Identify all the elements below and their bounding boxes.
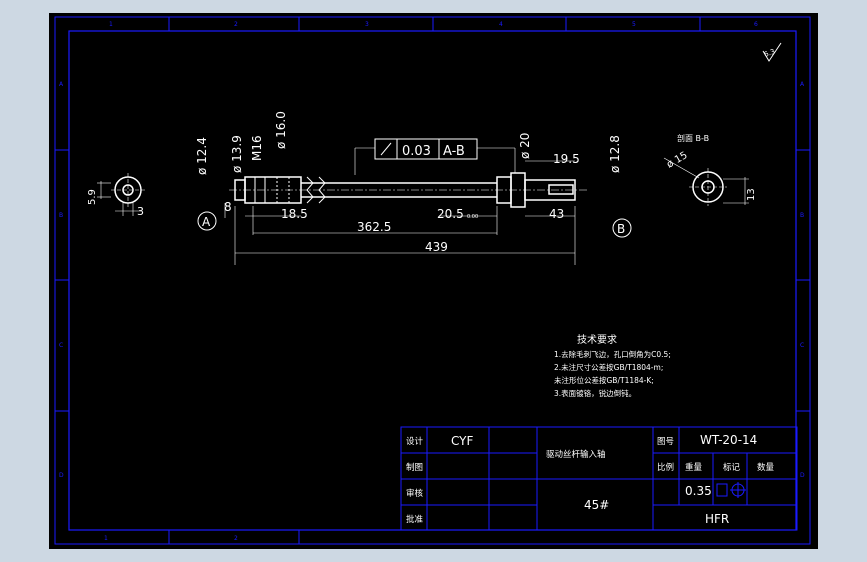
dim-diameter-12-4: ø 12.4	[195, 137, 209, 175]
dim-diameter-13-9: ø 13.9	[230, 135, 244, 173]
dim-diameter-20: ø 20	[518, 133, 532, 159]
drawing-sheet: 1 2 3 4 5 6 1 2 A B C D A B C D 6.3 3 5.…	[49, 13, 818, 549]
zone-side-b: B	[59, 212, 63, 219]
part-name: 驱动丝杆输入轴	[546, 449, 606, 460]
section-b-view	[663, 157, 749, 206]
datum-b-label: B	[617, 222, 625, 236]
zone-top-2: 2	[234, 21, 238, 28]
datum-a-label: A	[202, 215, 211, 229]
zone-side-b-right: B	[800, 212, 804, 219]
designer-label: 设计	[406, 436, 424, 447]
dim-height-13: 13	[746, 188, 757, 201]
zone-ticks	[55, 17, 810, 544]
qty-label: 数量	[757, 462, 775, 473]
projection-symbol	[716, 482, 746, 498]
zone-top-3: 3	[365, 21, 369, 28]
zone-side-a: A	[59, 81, 64, 88]
dim-width-3: 3	[137, 205, 144, 218]
dim-diameter-15: ø 15	[665, 150, 690, 171]
roughness-value: 6.3	[763, 48, 776, 59]
tech-item-3: 未注形位公差按GB/T1184-K;	[554, 375, 654, 385]
dimension-lines	[224, 147, 576, 265]
tech-item-1: 1.去除毛刺飞边，孔口倒角为C0.5;	[554, 349, 671, 359]
surface-finish-icon	[762, 42, 782, 62]
scale-label: 比例	[657, 462, 674, 473]
dim-length-439: 439	[425, 240, 448, 254]
inner-frame	[68, 30, 797, 531]
dim-diameter-16: ø 16.0	[274, 111, 288, 149]
dim-length-20-5: 20.5	[437, 207, 464, 221]
zone-side-d-right: D	[800, 472, 805, 479]
runout-datum: A-B	[443, 144, 465, 159]
cad-drawing: 1 2 3 4 5 6 1 2 A B C D A B C D 6.3 3 5.…	[54, 16, 811, 545]
dim-thread-m16: M16	[250, 135, 264, 161]
datum-b-circle	[612, 218, 632, 238]
weight-value: 0.35	[685, 484, 712, 498]
dim-length-8: 8	[224, 200, 232, 214]
dim-tolerance-small: 0.00	[467, 214, 478, 220]
designer-name: CYF	[451, 434, 473, 448]
company-name: HFR	[705, 512, 729, 526]
zone-top-4: 4	[499, 21, 503, 28]
zone-top-1: 1	[109, 21, 113, 28]
draw-label: 制图	[406, 462, 423, 473]
weight-label: 重量	[685, 462, 703, 473]
tech-item-4: 3.表面镀铬，锐边倒钝。	[554, 388, 636, 398]
runout-value: 0.03	[402, 144, 431, 159]
zone-top-5: 5	[632, 21, 636, 28]
zone-bottom-2: 2	[234, 535, 238, 542]
mark-label: 标记	[723, 462, 741, 473]
shaft-details	[229, 176, 589, 204]
zone-side-d: D	[59, 472, 64, 479]
drawing-number: WT-20-14	[700, 433, 757, 447]
zone-top-6: 6	[754, 21, 758, 28]
tech-item-2: 2.未注尺寸公差按GB/T1804-m;	[554, 362, 663, 372]
section-a-view	[97, 173, 145, 216]
zone-bottom-1: 1	[104, 535, 108, 542]
check-label: 审核	[406, 488, 424, 499]
title-block	[400, 426, 798, 531]
dim-length-43: 43	[549, 207, 564, 221]
dim-height-5-9: 5.9	[87, 189, 98, 205]
approve-label: 批准	[406, 514, 424, 525]
dim-diameter-12-8: ø 12.8	[608, 135, 622, 173]
dim-length-19-5: 19.5	[553, 152, 580, 166]
tech-heading: 技术要求	[577, 333, 617, 346]
zone-side-c-right: C	[800, 342, 804, 349]
dim-length-362-5: 362.5	[357, 220, 391, 234]
zone-side-a-right: A	[800, 81, 805, 88]
datum-a-circle	[197, 211, 217, 231]
section-b-label: 剖面 B-B	[677, 133, 709, 143]
drawing-no-label: 图号	[657, 437, 674, 447]
zone-side-c: C	[59, 342, 63, 349]
material: 45#	[584, 498, 609, 512]
runout-tolerance-frame	[374, 138, 478, 160]
dim-length-18-5: 18.5	[281, 207, 308, 221]
